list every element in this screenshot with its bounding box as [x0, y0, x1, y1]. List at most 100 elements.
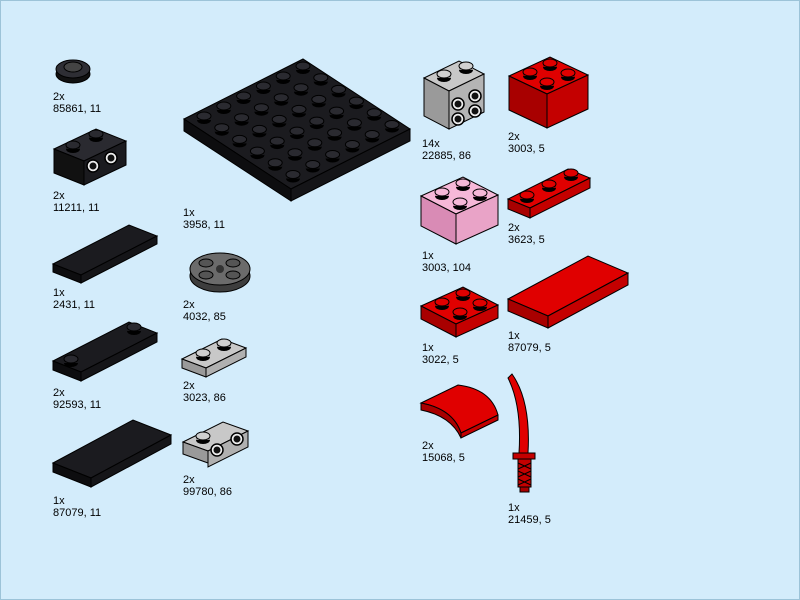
- plate-stud: [309, 116, 325, 130]
- part-ref: 99780, 86: [183, 486, 232, 498]
- part-image-3003-pink: [419, 176, 500, 245]
- part-ref: 85861, 11: [53, 103, 102, 115]
- part-ref: 87079, 11: [53, 507, 102, 519]
- plate-stud: [313, 73, 329, 87]
- part-label-15068: 2x 15068, 5: [422, 440, 465, 464]
- part-image-92593: [51, 321, 159, 382]
- part-label-2431: 1x 2431, 11: [53, 287, 95, 311]
- part-ref: 87079, 5: [508, 342, 551, 354]
- plate-stud: [232, 134, 248, 148]
- part-image-11211: [52, 128, 128, 186]
- plate-stud: [273, 93, 289, 107]
- plate-stud: [327, 128, 343, 142]
- plate-stud: [234, 113, 250, 127]
- part-ref: 4032, 85: [183, 311, 226, 323]
- part-ref: 92593, 11: [53, 399, 102, 411]
- part-image-87079-red: [506, 255, 630, 329]
- part-qty: 2x: [183, 299, 195, 311]
- part-ref: 11211, 11: [53, 202, 100, 214]
- part-label-87079-black: 1x 87079, 11: [53, 495, 101, 519]
- part-ref: 3623, 5: [508, 234, 545, 246]
- part-label-11211: 2x 11211, 11: [53, 190, 100, 214]
- part-qty: 1x: [53, 287, 65, 299]
- part-qty: 2x: [183, 380, 195, 392]
- plate-stud: [293, 83, 309, 97]
- part-qty: 2x: [53, 91, 65, 103]
- part-ref: 3958, 11: [183, 219, 226, 231]
- part-label-99780: 2x 99780, 86: [183, 474, 232, 498]
- part-qty: 1x: [508, 330, 520, 342]
- part-image-87079-black: [51, 419, 173, 488]
- part-ref: 2431, 11: [53, 299, 96, 311]
- part-image-99780: [181, 421, 250, 468]
- part-ref: 21459, 5: [508, 514, 551, 526]
- part-ref: 3003, 104: [422, 262, 471, 274]
- plate-stud: [344, 140, 360, 153]
- part-qty: 14x: [422, 138, 440, 150]
- part-qty: 1x: [183, 207, 195, 219]
- plate-stud: [255, 81, 271, 95]
- part-label-87079-red: 1x 87079, 5: [508, 330, 551, 354]
- part-image-3958: [183, 58, 411, 202]
- part-label-3958: 1x 3958, 11: [183, 207, 225, 231]
- part-ref: 3022, 5: [422, 354, 459, 366]
- plate-stud: [249, 146, 265, 160]
- plate-stud: [366, 108, 382, 122]
- plate-stud: [236, 91, 252, 105]
- part-label-22885: 14x 22885, 86: [422, 138, 471, 162]
- part-qty: 2x: [508, 222, 520, 234]
- part-qty: 2x: [183, 474, 195, 486]
- plate-stud: [216, 101, 232, 115]
- part-qty: 1x: [422, 342, 434, 354]
- part-ref: 3003, 5: [508, 143, 545, 155]
- part-qty: 2x: [53, 190, 65, 202]
- part-qty: 1x: [508, 502, 520, 514]
- plate-stud: [331, 84, 347, 98]
- part-ref: 22885, 86: [422, 150, 471, 162]
- plate-stud: [287, 148, 303, 162]
- part-ref: 15068, 5: [422, 452, 465, 464]
- plate-stud: [311, 94, 327, 108]
- part-image-22885: [422, 60, 486, 130]
- part-label-21459: 1x 21459, 5: [508, 502, 551, 526]
- part-label-92593: 2x 92593, 11: [53, 387, 101, 411]
- part-qty: 1x: [422, 250, 434, 262]
- part-image-3023: [180, 338, 248, 378]
- plate-stud: [289, 126, 305, 140]
- part-image-3022: [419, 286, 500, 338]
- part-image-85861: [55, 59, 91, 84]
- plate-stud: [271, 114, 287, 128]
- part-label-3003-red: 2x 3003, 5: [508, 131, 545, 155]
- part-image-15068: [419, 384, 499, 439]
- plate-stud: [285, 170, 301, 183]
- plate-stud: [275, 71, 291, 85]
- part-label-3623: 2x 3623, 5: [508, 222, 545, 246]
- part-image-21459: [507, 373, 536, 493]
- plate-stud: [325, 150, 341, 163]
- plate-stud: [329, 106, 345, 120]
- plate-stud: [305, 160, 321, 173]
- plate-stud: [269, 136, 285, 150]
- plate-stud: [251, 124, 267, 138]
- part-ref: 3023, 86: [183, 392, 226, 404]
- part-label-85861: 2x 85861, 11: [53, 91, 101, 115]
- plate-stud: [295, 61, 311, 75]
- plate-stud: [346, 118, 362, 132]
- plate-stud: [364, 130, 380, 143]
- part-qty: 2x: [53, 387, 65, 399]
- plate-stud: [214, 123, 230, 137]
- plate-stud: [307, 138, 323, 152]
- plate-stud: [253, 103, 269, 117]
- part-label-3003-pink: 1x 3003, 104: [422, 250, 471, 274]
- plate-stud: [384, 120, 400, 133]
- part-image-2431: [51, 224, 159, 284]
- plate-stud: [267, 158, 283, 172]
- part-qty: 2x: [508, 131, 520, 143]
- plate-stud: [348, 96, 364, 110]
- part-image-3623: [506, 168, 592, 219]
- part-label-4032: 2x 4032, 85: [183, 299, 226, 323]
- part-image-3003-red: [507, 56, 590, 129]
- part-qty: 2x: [422, 440, 434, 452]
